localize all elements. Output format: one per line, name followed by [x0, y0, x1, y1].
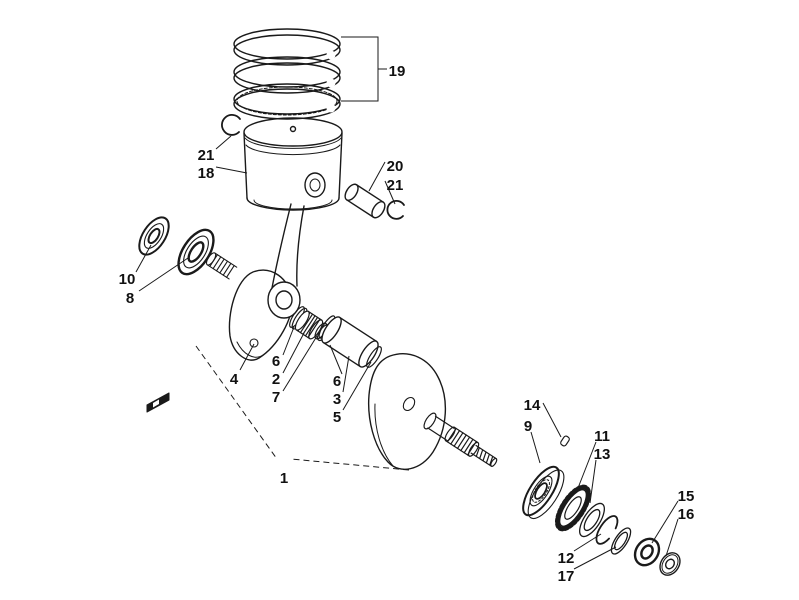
part-label-circlip-pin: 21 — [387, 177, 404, 194]
leader-crank-center — [282, 332, 305, 374]
part-label-ring-set: 19 — [389, 63, 406, 80]
part-label-end-bearing: 15 — [678, 488, 695, 505]
part-label-bearing-right: 9 — [524, 418, 532, 435]
drive-gear — [554, 484, 592, 532]
key — [560, 435, 570, 447]
leader-washer-left — [282, 326, 295, 356]
crank-center-spline — [294, 310, 324, 340]
leader-washer-mid — [329, 344, 343, 375]
leader-key — [542, 402, 562, 438]
part-label-journal: 3 — [333, 391, 341, 408]
leader-inner-bearing — [138, 257, 189, 292]
inner-bearing — [177, 228, 215, 276]
leader-spacer-left — [282, 335, 318, 392]
left-spline-stub — [205, 252, 238, 280]
part-label-outer-bearing: 10 — [119, 271, 136, 288]
leader-journal — [342, 355, 350, 393]
spacer-mid — [366, 346, 382, 368]
leader-drive-gear — [577, 441, 597, 489]
crank-web-right — [367, 353, 447, 470]
end-seal — [659, 552, 681, 576]
part-label-spacer-left: 7 — [272, 389, 280, 406]
part-label-piston-pin: 20 — [387, 158, 404, 175]
circlip-pin — [386, 200, 405, 220]
right-shaft — [423, 412, 498, 467]
part-labels: 19 21 18 20 21 10 8 4 6 2 7 6 3 5 1 14 9… — [119, 63, 695, 585]
outer-bearing — [138, 216, 170, 256]
diagram-art — [138, 28, 681, 576]
part-label-crank-web-left: 4 — [230, 371, 239, 388]
part-label-thrust-washer: 17 — [558, 568, 575, 585]
part-label-snap-ring: 12 — [558, 550, 575, 567]
part-label-crankshaft-assembly: 1 — [280, 470, 288, 487]
bearing-right — [522, 465, 565, 520]
piston-pin — [344, 183, 386, 219]
part-label-piston: 18 — [198, 165, 215, 182]
leader-outer-bearing — [135, 244, 152, 273]
end-bearing — [633, 537, 661, 567]
leader-washer-right — [589, 459, 597, 504]
part-label-spacer-mid: 5 — [333, 409, 341, 426]
leader-end-seal — [665, 518, 679, 557]
part-label-washer-mid: 6 — [333, 373, 341, 390]
leader-snap-ring — [573, 533, 602, 552]
piston-ring-set — [233, 28, 341, 120]
thrust-washer — [610, 527, 632, 555]
part-label-inner-bearing: 8 — [126, 290, 134, 307]
part-label-circlip-upper: 21 — [198, 147, 215, 164]
leader-circlip-upper — [215, 135, 232, 150]
snap-ring — [595, 515, 619, 545]
circlip-upper — [221, 114, 241, 136]
part-label-end-seal: 16 — [678, 506, 695, 523]
leader-bearing-right — [530, 431, 541, 464]
piston — [243, 117, 343, 211]
part-label-washer-left: 6 — [272, 353, 280, 370]
leader-piston-pin — [368, 161, 386, 192]
leader-spacer-mid — [342, 361, 372, 411]
journal — [321, 316, 379, 368]
leader-thrust-washer — [573, 546, 617, 570]
leader-piston — [215, 166, 248, 174]
part-label-drive-gear: 11 — [594, 428, 610, 445]
leader-crankshaft-left — [195, 345, 278, 460]
leader-lines — [135, 36, 679, 570]
leader-circlip-pin — [384, 180, 396, 205]
washer-right — [579, 502, 605, 538]
part-label-washer-right: 13 — [594, 446, 611, 463]
leader-end-bearing — [651, 500, 679, 544]
part-label-key: 14 — [524, 397, 541, 414]
part-label-crank-center: 2 — [272, 371, 280, 388]
leader-crank-web-left — [239, 343, 255, 371]
direction-indicator-icon — [146, 392, 170, 413]
leader-ring-set — [341, 36, 387, 102]
connecting-rod — [267, 203, 305, 319]
